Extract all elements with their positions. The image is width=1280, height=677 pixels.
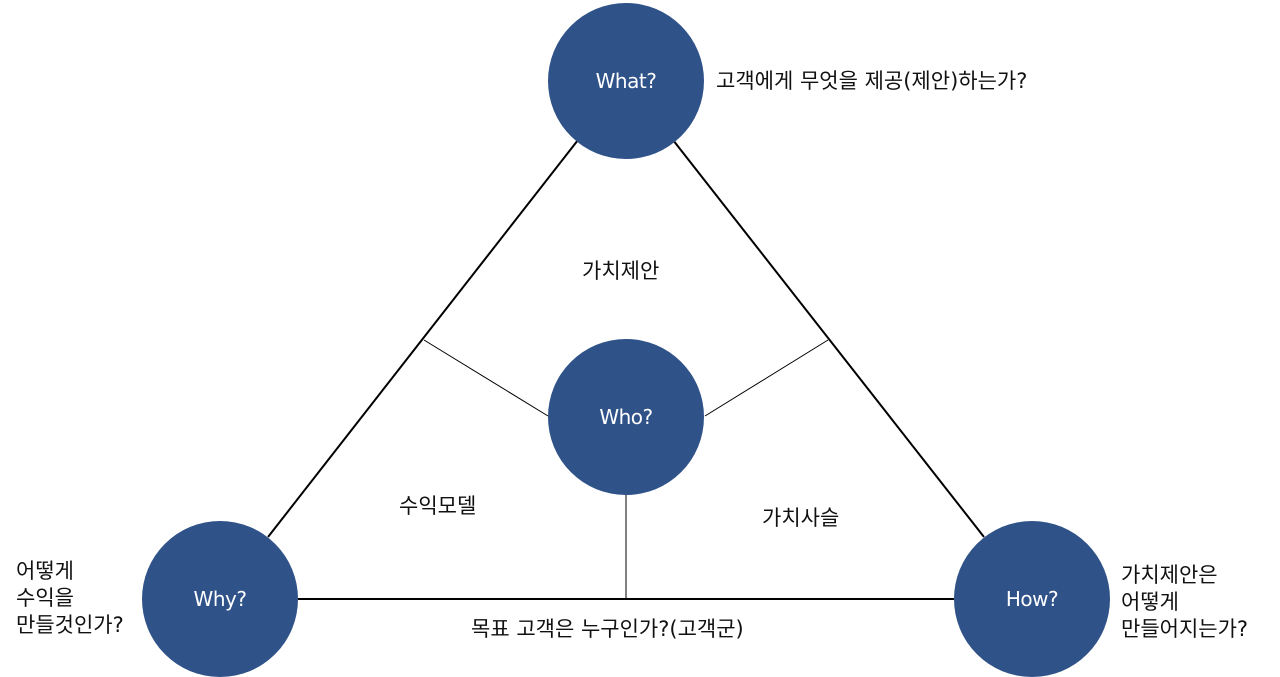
why-node-label: Why? [193,587,247,611]
region-left-label: 수익모델 [399,494,477,518]
region-top-label: 가치제안 [582,259,660,283]
how-question: 가치제안은 어떻게 만들어지는가? [1121,563,1249,641]
who-node: Who? [548,339,704,495]
who-question: 목표 고객은 누구인가?(고객군) [471,617,744,641]
what-node-label: What? [595,69,657,93]
what-question: 고객에게 무엇을 제공(제안)하는가? [716,69,1028,93]
what-node: What? [548,3,704,159]
edge-what-how [672,139,985,538]
region-right-label: 가치사슬 [762,506,840,530]
how-node: How? [954,521,1110,677]
spoke-right [704,339,829,417]
why-node: Why? [142,521,298,677]
why-question: 어떻게 수익을 만들것인가? [16,559,124,637]
who-node-label: Who? [599,405,653,429]
spoke-left [423,339,549,417]
how-node-label: How? [1005,587,1059,611]
edge-what-why [267,139,579,538]
